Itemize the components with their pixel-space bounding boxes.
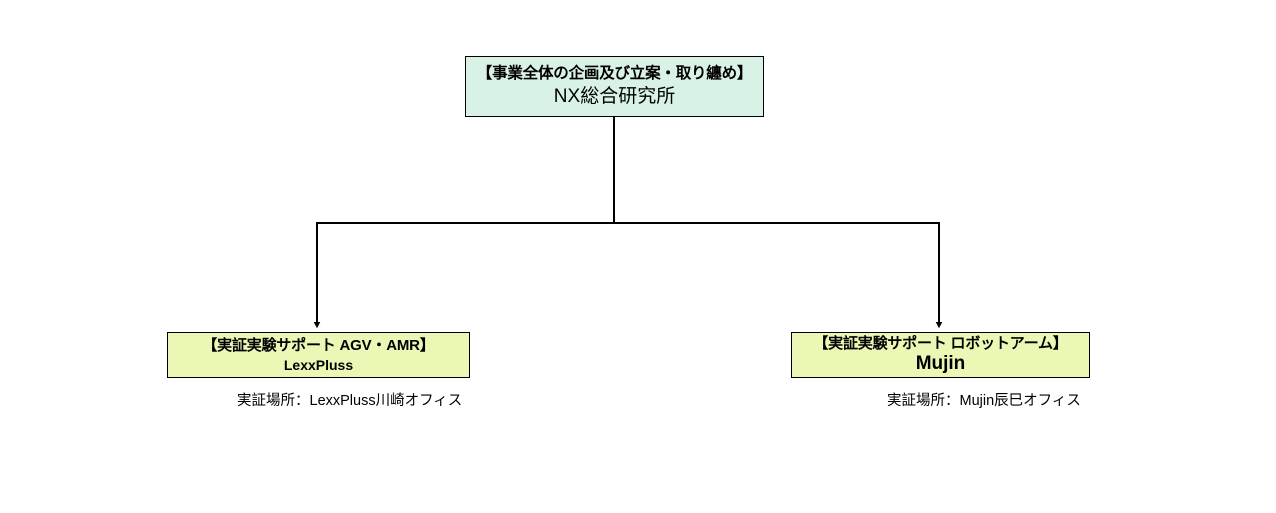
node-leaf-lexxpluss[interactable]: 【実証実験サポート AGV・AMR】 LexxPluss	[167, 332, 470, 378]
node-root-name: NX総合研究所	[553, 85, 676, 107]
caption-mujin-location: 実証場所：Mujin辰巳オフィス	[887, 393, 1081, 409]
node-root-bracket-label: 【事業全体の企画及び立案・取り纏め】	[476, 65, 753, 83]
node-leaf-left-name: LexxPluss	[283, 356, 354, 373]
node-leaf-right-bracket-label: 【実証実験サポート ロボットアーム】	[813, 334, 1068, 352]
node-leaf-left-bracket-label: 【実証実験サポート AGV・AMR】	[202, 337, 435, 355]
caption-lexxpluss-location: 実証場所：LexxPluss川崎オフィス	[237, 393, 463, 409]
node-leaf-right-name: Mujin	[915, 353, 966, 375]
node-root-nx-research[interactable]: 【事業全体の企画及び立案・取り纏め】 NX総合研究所	[465, 56, 764, 117]
node-leaf-mujin[interactable]: 【実証実験サポート ロボットアーム】 Mujin	[791, 332, 1090, 378]
